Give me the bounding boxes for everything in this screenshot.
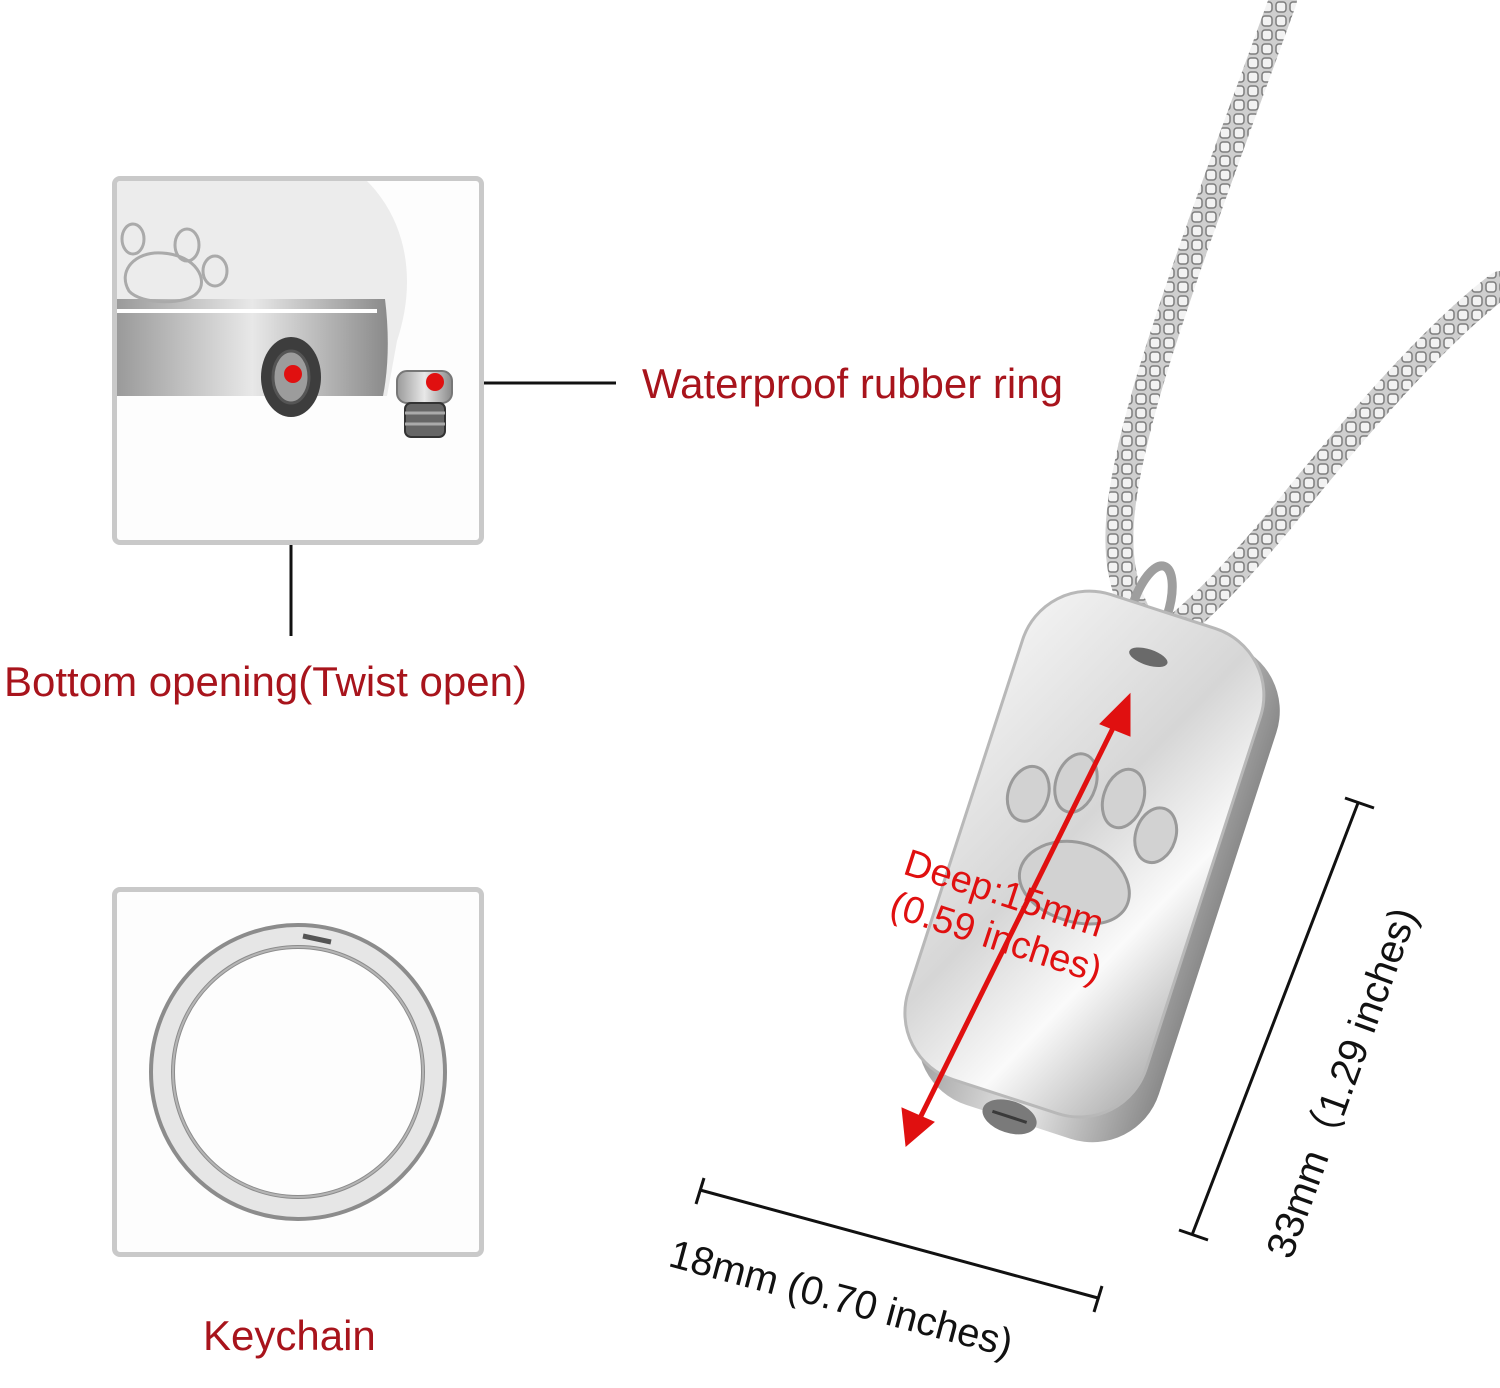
paw-print-icon bbox=[1005, 752, 1179, 926]
keychain-label: Keychain bbox=[203, 1312, 376, 1359]
paw-print-icon bbox=[120, 222, 229, 304]
keychain-frame bbox=[112, 887, 484, 1257]
dog-tag-pendant bbox=[903, 589, 1280, 1143]
keyring-icon bbox=[149, 923, 447, 1221]
bottom-opening-label: Bottom opening(Twist open) bbox=[4, 658, 527, 705]
width-dimension-bar bbox=[694, 1177, 1104, 1313]
chain-icon bbox=[1105, 0, 1500, 659]
waterproof-ring-label: Waterproof rubber ring bbox=[642, 360, 1063, 407]
height-dimension-bar bbox=[1178, 796, 1375, 1242]
screw-plug-icon bbox=[396, 370, 453, 438]
pendant-bottom-closeup bbox=[117, 181, 453, 438]
bottom-opening-detail-frame bbox=[112, 176, 484, 545]
depth-arrow bbox=[901, 692, 1131, 1147]
